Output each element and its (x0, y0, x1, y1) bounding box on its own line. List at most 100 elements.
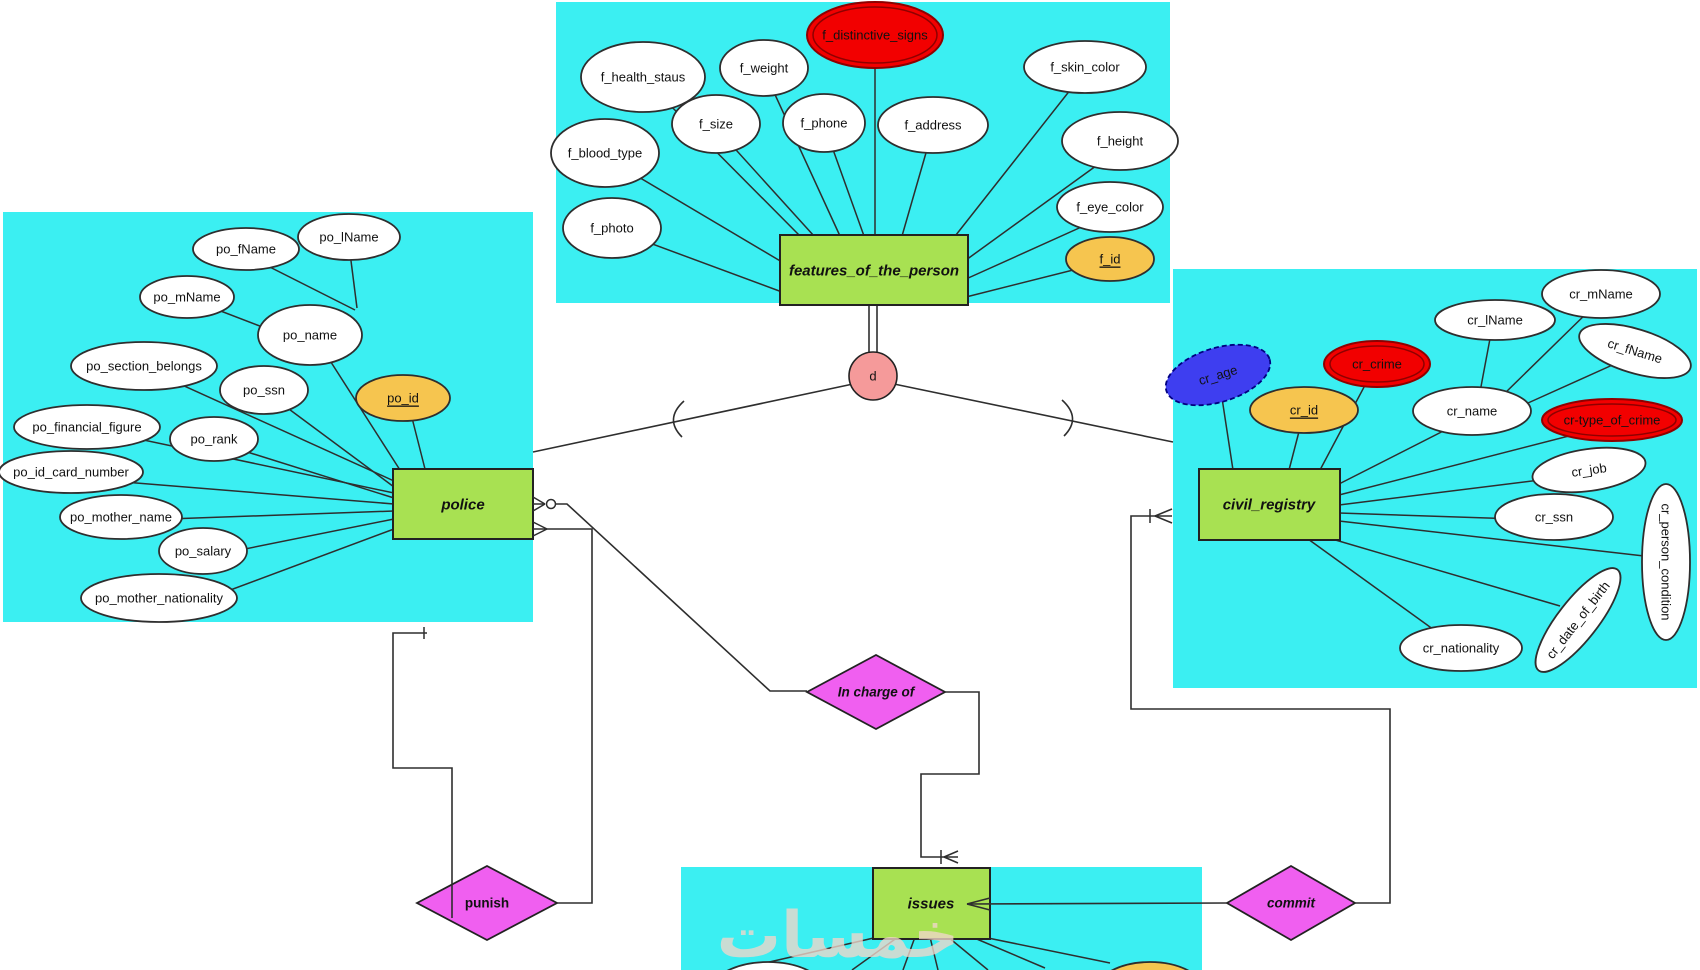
attribute-f-size[interactable]: f_size (671, 94, 761, 154)
attribute-po-section-belongs[interactable]: po_section_belongs (70, 341, 218, 391)
issues-label: issues (908, 896, 955, 913)
cr-age-ellipse[interactable] (1158, 333, 1277, 416)
relationship-in-charge-of[interactable]: In charge of (805, 653, 947, 731)
cr-person-condition-label: cr_person_condition (1659, 503, 1674, 620)
po-id-card-number-ellipse[interactable] (0, 450, 144, 494)
po-id-ellipse[interactable] (355, 374, 451, 422)
cut-attribute-ellipse-white[interactable] (708, 961, 828, 970)
cr-fname-ellipse[interactable] (1573, 313, 1697, 389)
po-name-ellipse[interactable] (257, 304, 363, 366)
po-section-belongs-ellipse[interactable] (70, 341, 218, 391)
cr-name-ellipse[interactable] (1412, 386, 1532, 436)
f-eye-color-ellipse[interactable] (1056, 181, 1164, 233)
f-weight-ellipse[interactable] (719, 39, 809, 97)
attribute-po-id[interactable]: po_id (355, 374, 451, 422)
attribute-po-rank[interactable]: po_rank (169, 416, 259, 462)
attribute-f-photo[interactable]: f_photo (562, 197, 662, 259)
attribute-po-mname[interactable]: po_mName (139, 275, 235, 319)
attribute-f-eye-color[interactable]: f_eye_color (1056, 181, 1164, 233)
attribute-cr-job[interactable]: cr_job (1530, 441, 1649, 498)
d-to-police-line (532, 383, 854, 453)
attribute-f-skin-color[interactable]: f_skin_color (1023, 40, 1147, 94)
f-height-ellipse[interactable] (1061, 111, 1179, 171)
f-size-ellipse[interactable] (671, 94, 761, 154)
d-circle[interactable] (848, 351, 898, 401)
f-skin-color-ellipse[interactable] (1023, 40, 1147, 94)
attribute-f-address[interactable]: f_address (877, 96, 989, 154)
attribute-cr-nationality[interactable]: cr_nationality (1399, 624, 1523, 672)
f-health-staus-ellipse[interactable] (580, 41, 706, 113)
po-lname-ellipse[interactable] (297, 213, 401, 261)
attribute-po-financial-figure[interactable]: po_financial_figure (13, 404, 161, 450)
cr-person-condition-ellipse[interactable] (1641, 483, 1691, 641)
f-distinctive-signs-ellipse[interactable] (806, 1, 944, 69)
attribute-cr-fname[interactable]: cr_fName (1573, 313, 1697, 389)
f-phone-ellipse[interactable] (782, 93, 866, 153)
cr-id-label: cr_id (1290, 403, 1318, 418)
subset-arc-right (1061, 399, 1074, 437)
f-address-ellipse[interactable] (877, 96, 989, 154)
attribute-f-height[interactable]: f_height (1061, 111, 1179, 171)
cr-mname-ellipse[interactable] (1541, 269, 1661, 319)
attribute-po-id-card-number[interactable]: po_id_card_number (0, 450, 144, 494)
cr-job-ellipse[interactable] (1530, 441, 1649, 498)
f-id-ellipse[interactable] (1065, 236, 1155, 282)
relationship-punish[interactable]: punish (415, 864, 559, 942)
attribute-po-fname[interactable]: po_fName (192, 227, 300, 271)
entity-civil-registry[interactable]: civil_registry (1198, 468, 1341, 541)
po-fname-ellipse[interactable] (192, 227, 300, 271)
f-photo-label: f_photo (590, 221, 633, 236)
attribute-f-phone[interactable]: f_phone (782, 93, 866, 153)
cr-ssn-ellipse[interactable] (1494, 493, 1614, 541)
attribute-cr-name[interactable]: cr_name (1412, 386, 1532, 436)
attribute-f-distinctive-signs[interactable]: f_distinctive_signs (806, 1, 944, 69)
issues-commit-line (966, 902, 1228, 905)
po-salary-ellipse[interactable] (158, 527, 248, 575)
po-rank-ellipse[interactable] (169, 416, 259, 462)
entity-police[interactable]: police (392, 468, 534, 540)
po-mname-ellipse[interactable] (139, 275, 235, 319)
cr-id-ellipse[interactable] (1249, 386, 1359, 434)
specialization-d-circle[interactable]: d (848, 351, 898, 401)
cr-date-of-birth-ellipse[interactable] (1523, 557, 1633, 682)
cr-crime-ellipse[interactable] (1323, 340, 1431, 388)
attribute-cr-mname[interactable]: cr_mName (1541, 269, 1661, 319)
attribute-f-health-staus[interactable]: f_health_staus (580, 41, 706, 113)
po-mother-name-ellipse[interactable] (59, 494, 183, 540)
f-photo-ellipse[interactable] (562, 197, 662, 259)
attribute-f-blood-type[interactable]: f_blood_type (550, 118, 660, 188)
attribute-po-name[interactable]: po_name (257, 304, 363, 366)
entity-features-of-the-person[interactable]: features_of_the_person (779, 234, 969, 306)
relationship-commit[interactable]: commit (1225, 864, 1357, 942)
cr-type-of-crime-ellipse[interactable] (1541, 398, 1683, 442)
cr-nationality-ellipse[interactable] (1399, 624, 1523, 672)
f-blood-type-ellipse[interactable] (550, 118, 660, 188)
features-rect[interactable] (779, 234, 969, 306)
f-eye-color-label: f_eye_color (1076, 200, 1144, 215)
attribute-cr-ssn[interactable]: cr_ssn (1494, 493, 1614, 541)
attribute-cr-person-condition[interactable]: cr_person_condition (1641, 483, 1691, 641)
cut-attribute-ellipse-orange[interactable] (1093, 961, 1207, 970)
cr-lname-ellipse[interactable] (1434, 299, 1556, 341)
attribute-cr-type-of-crime[interactable]: cr-type_of_crime (1541, 398, 1683, 442)
po-mname-label: po_mName (153, 290, 220, 305)
attribute-po-lname[interactable]: po_lName (297, 213, 401, 261)
attribute-f-id[interactable]: f_id (1065, 236, 1155, 282)
attribute-f-weight[interactable]: f_weight (719, 39, 809, 97)
attribute-cr-age[interactable]: cr_age (1158, 333, 1277, 416)
attribute-cr-id[interactable]: cr_id (1249, 386, 1359, 434)
attribute-po-ssn[interactable]: po_ssn (219, 365, 309, 415)
attribute-po-mother-nationality[interactable]: po_mother_nationality (80, 573, 238, 623)
attribute-po-mother-name[interactable]: po_mother_name (59, 494, 183, 540)
attribute-po-salary[interactable]: po_salary (158, 527, 248, 575)
po-financial-figure-ellipse[interactable] (13, 404, 161, 450)
po-mother-nationality-ellipse[interactable] (80, 573, 238, 623)
attribute-cr-lname[interactable]: cr_lName (1434, 299, 1556, 341)
police-label: police (440, 497, 484, 514)
civil-registry-rect[interactable] (1198, 468, 1341, 541)
po-fname-label: po_fName (216, 242, 276, 257)
features-label: features_of_the_person (789, 263, 959, 280)
po-ssn-ellipse[interactable] (219, 365, 309, 415)
attribute-cr-crime[interactable]: cr_crime (1323, 340, 1431, 388)
civil-registry-label: civil_registry (1223, 497, 1316, 514)
